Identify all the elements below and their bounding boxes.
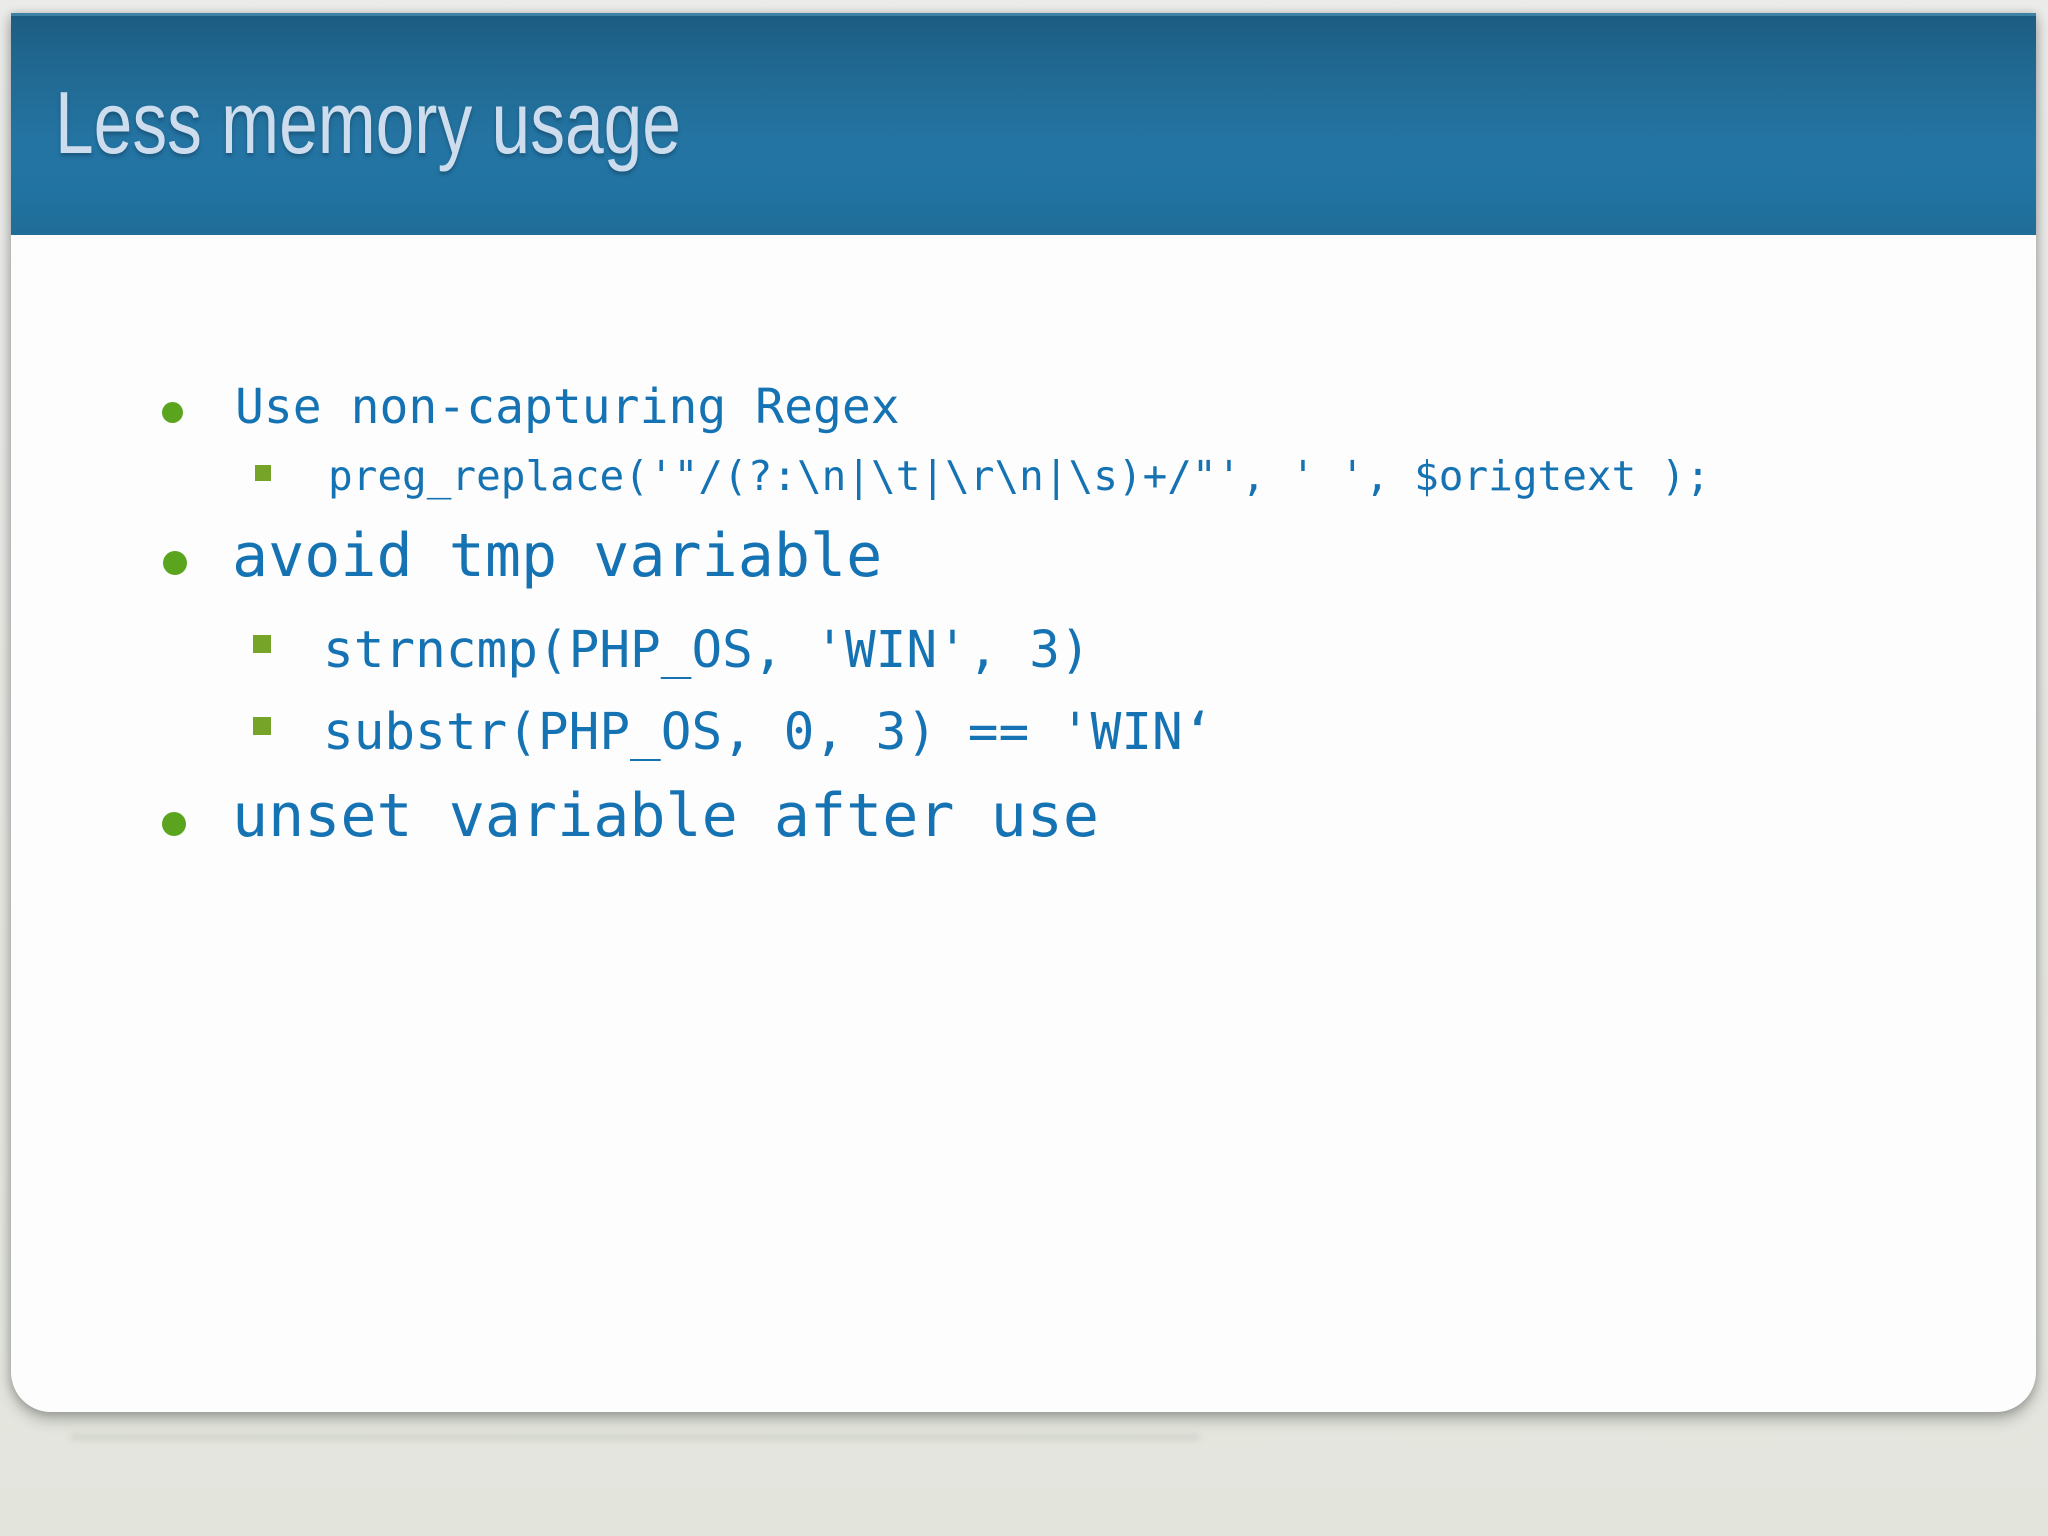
slide-header: Less memory usage [11, 13, 2036, 235]
presentation-slide: Less memory usage Use non-capturing Rege… [11, 13, 2036, 1412]
bullet-dot [162, 812, 186, 836]
slide-body: Use non-capturing Regex preg_replace('"/… [11, 235, 2036, 1412]
bullet-square [253, 717, 271, 735]
bullet-text-level1: Use non-capturing Regex [235, 379, 900, 435]
bullet-dot [163, 551, 187, 575]
bullet-text-code: preg_replace('"/(?:\n|\t|\r\n|\s)+/"', '… [328, 452, 1711, 500]
bullet-square [253, 635, 271, 653]
bullet-text-level1: avoid tmp variable [232, 521, 883, 591]
bullet-text-code: substr(PHP_OS, 0, 3) == 'WIN‘ [323, 703, 1214, 762]
shadow-streak [70, 1434, 1200, 1440]
bullet-square [255, 465, 271, 481]
bullet-text-code: strncmp(PHP_OS, 'WIN', 3) [323, 621, 1091, 680]
bullet-text-level1: unset variable after use [232, 781, 1099, 851]
bullet-dot [162, 402, 183, 423]
slide-title: Less memory usage [55, 73, 681, 172]
